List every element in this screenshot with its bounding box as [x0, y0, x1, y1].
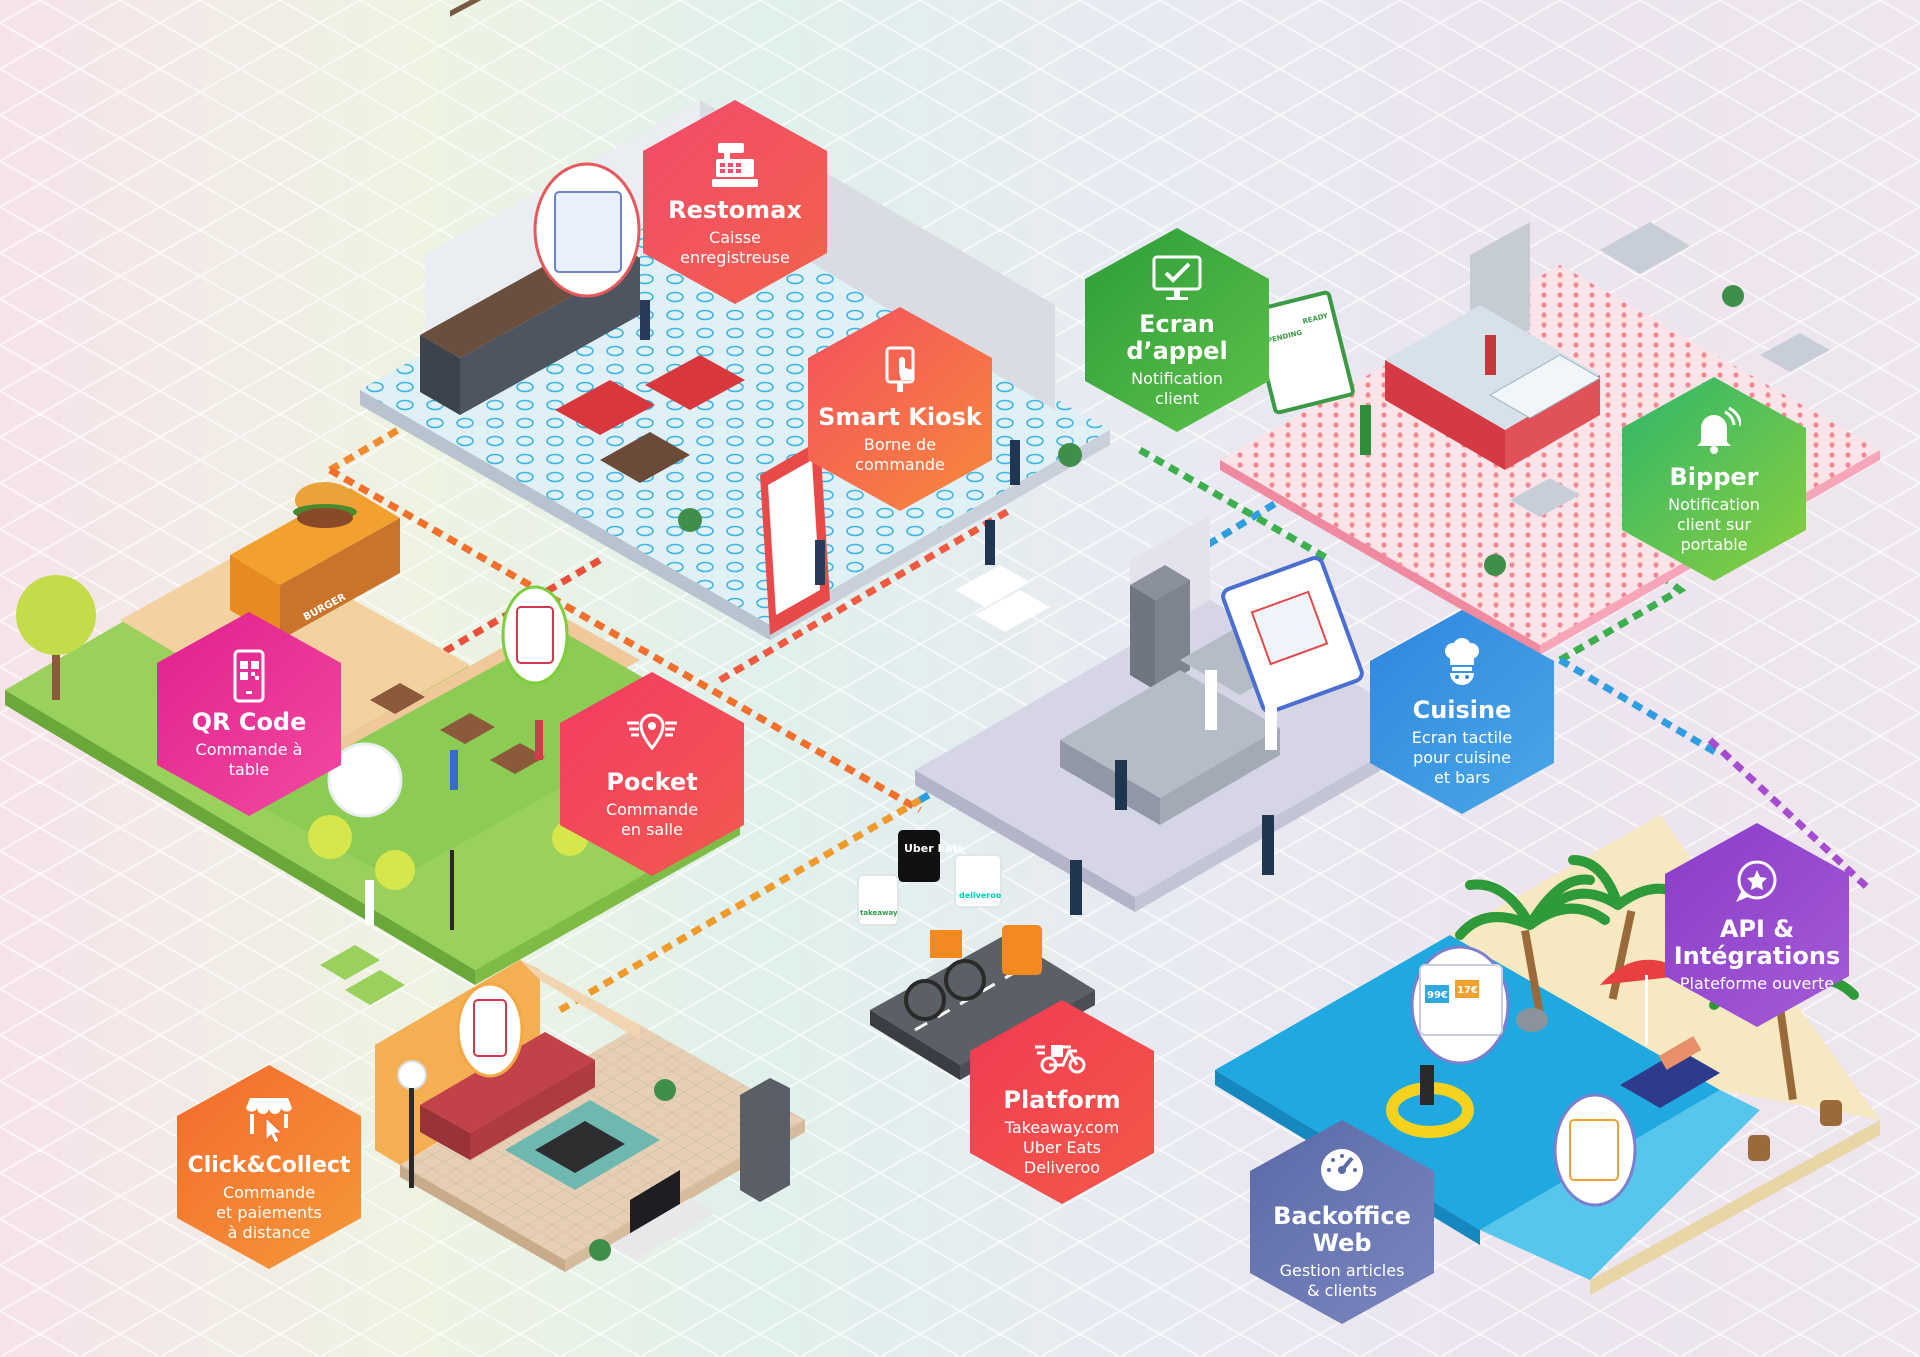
kitchen-room	[915, 515, 1430, 912]
hex-subtitle: Notification client	[1131, 369, 1223, 408]
price-badge-2: 17€	[1457, 985, 1478, 996]
chat-star-icon	[1736, 860, 1777, 902]
hex-title: Restomax	[668, 195, 802, 224]
hex-pocket[interactable]: Pocket Commande en salle	[560, 672, 744, 876]
hex-title: Bipper	[1669, 462, 1759, 491]
hex-title: Backoffice Web	[1273, 1202, 1411, 1257]
location-pin-wings-icon	[627, 712, 677, 750]
hex-title: API & Intégrations	[1673, 915, 1841, 970]
beach-area: 99€ 17€	[1215, 815, 1880, 1295]
hex-subtitle: Gestion articles & clients	[1279, 1261, 1405, 1300]
deliveroo-badge: deliveroo	[959, 891, 1002, 900]
hex-title: Pocket	[606, 767, 698, 796]
qr-code-phone-icon	[233, 649, 265, 702]
chef-hat-icon	[1445, 637, 1479, 685]
hex-subtitle: Notification client sur portable	[1668, 494, 1760, 554]
touch-kiosk-icon	[885, 346, 915, 392]
uber-eats-badge: Uber Eats	[904, 842, 965, 855]
hex-subtitle: Commande à table	[195, 739, 303, 779]
hex-title: Ecran d’appel	[1126, 310, 1228, 365]
hex-subtitle: Commande en salle	[605, 799, 699, 839]
hex-title: Click&Collect	[187, 1152, 351, 1178]
hex-smart-kiosk[interactable]: Smart Kiosk Borne de commande	[808, 307, 992, 511]
delivery-scooter-icon	[1035, 1044, 1086, 1073]
hex-subtitle: Takeaway.com Uber Eats Deliveroo	[1004, 1117, 1120, 1177]
shop-pointer-icon	[246, 1097, 292, 1144]
hex-title: Smart Kiosk	[818, 402, 982, 431]
cash-register-icon	[712, 142, 758, 187]
hex-subtitle: Ecran tactile pour cuisine et bars	[1411, 727, 1513, 787]
hex-subtitle: Borne de commande	[855, 434, 945, 474]
bell-icon	[1697, 406, 1741, 454]
monitor-check-icon	[1152, 255, 1202, 300]
hex-subtitle: Caisse enregistreuse	[680, 227, 790, 267]
hex-title: Platform	[1003, 1085, 1121, 1114]
hex-restomax[interactable]: Restomax Caisse enregistreuse	[643, 100, 827, 304]
hex-subtitle: Plateforme ouverte	[1679, 974, 1835, 993]
hex-title: QR Code	[191, 707, 307, 736]
hex-subtitle: Commande et paiements à distance	[216, 1182, 322, 1242]
price-badge-1: 99€	[1427, 990, 1448, 1001]
dashboard-gauge-icon	[1321, 1149, 1363, 1191]
takeaway-badge: takeaway	[860, 909, 898, 917]
hex-title: Cuisine	[1412, 695, 1512, 724]
restaurant-room	[360, 0, 1110, 640]
living-room	[375, 960, 805, 1272]
